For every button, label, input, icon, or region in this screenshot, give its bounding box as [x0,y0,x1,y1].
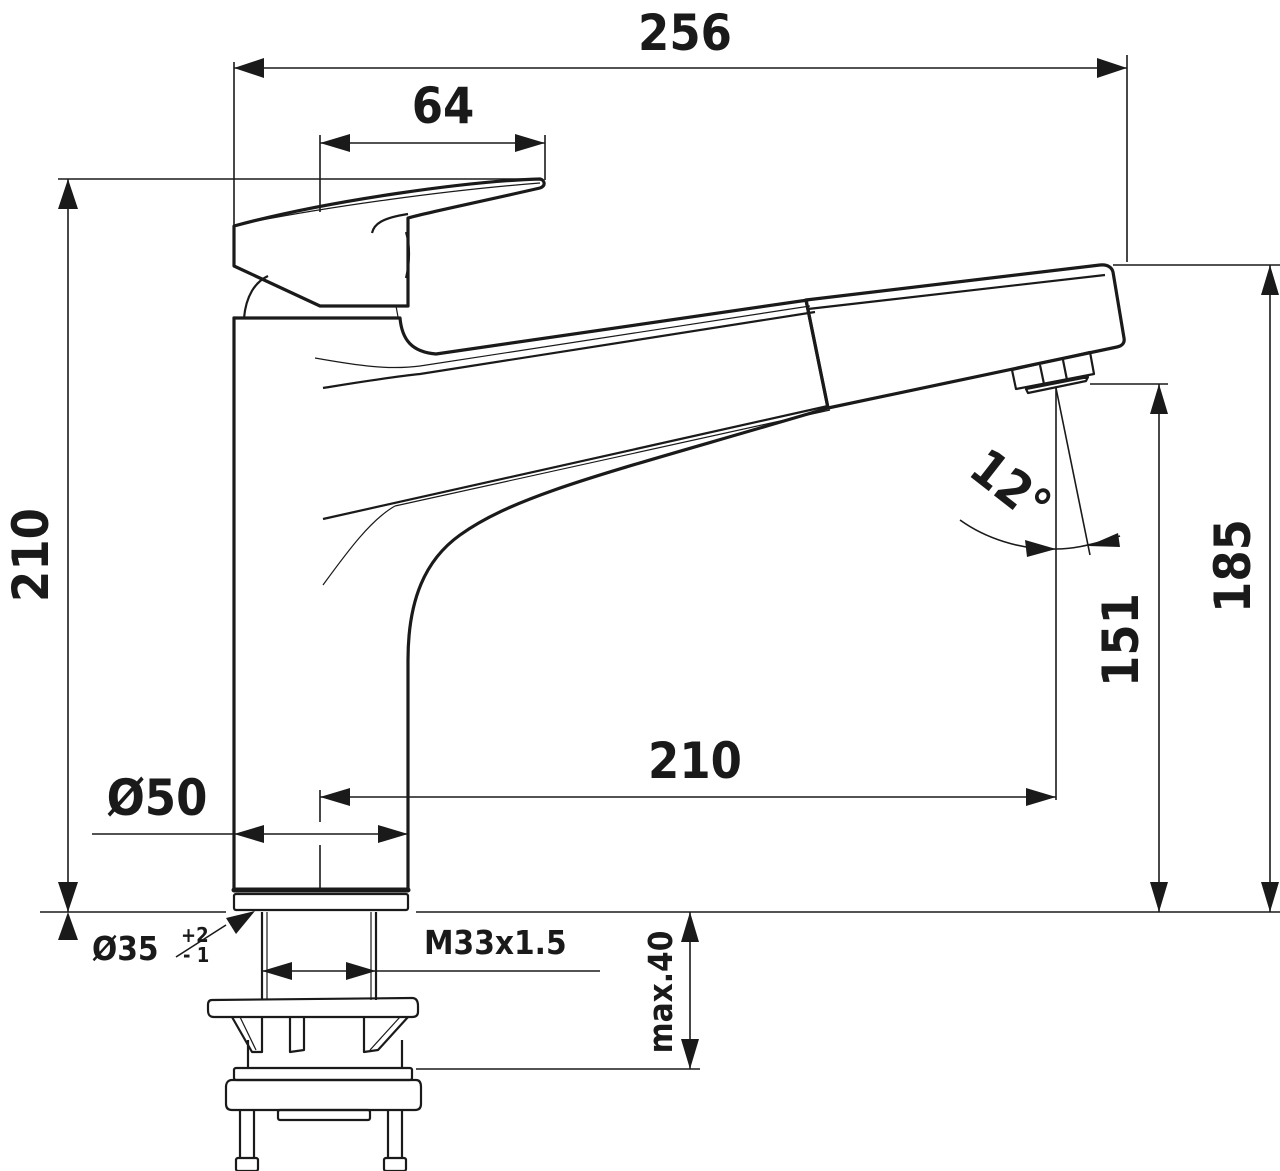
spout-top-height-label: 185 [1204,519,1262,613]
mounting-nut [206,996,423,1171]
thread-label: M33x1.5 [424,923,567,962]
dimension-lines [40,55,1280,1070]
lever-handle [232,177,546,319]
overall-length-label: 256 [638,4,732,62]
max-counter-thickness-label: max.40 [641,931,680,1054]
spout-angle-label: 12° [959,438,1062,536]
faucet-base [231,887,411,912]
body-diameter-label: Ø50 [107,769,208,827]
dimension-labels: 256 64 210 210 151 185 12° Ø50 Ø35 +2 - … [2,4,1262,1053]
hole-tolerance-minus: - 1 [183,943,209,967]
spout-reach-label: 210 [648,732,742,790]
overall-height-label: 210 [2,508,60,602]
faucet-column [232,298,831,892]
lever-length-label: 64 [412,77,475,135]
mounting-shank [260,912,378,1000]
faucet-outline [206,177,1126,1171]
spray-head [804,263,1126,410]
outlet-height-label: 151 [1092,593,1150,687]
hole-tolerance-plus: +2 [181,923,209,947]
hole-diameter-label: Ø35 [92,929,159,968]
